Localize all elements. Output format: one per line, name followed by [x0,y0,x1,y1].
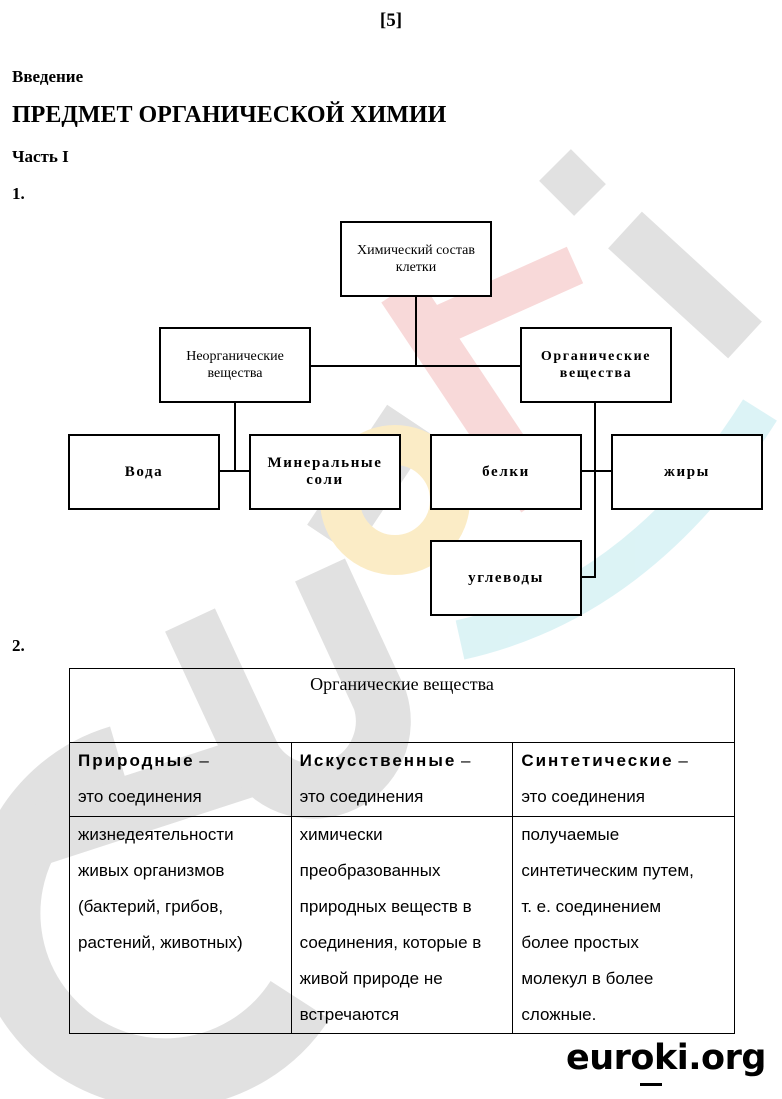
table-header: Органические вещества [69,668,735,743]
synthetic-desc-line: более простых [521,933,639,952]
organic-line-1: Органические [540,349,652,364]
artificial-desc-line: живой природе не [299,969,443,988]
question-1-number: 1. [12,184,25,203]
synthetic-dash: – [673,751,688,770]
connector-carbs [580,576,596,578]
artificial-desc-line: преобразованных [299,861,441,880]
connector-inorganic-branch [218,470,251,472]
col-artificial-title: Искусственные – это соединения [290,742,514,817]
table-row: Природные – это соединения Искусственные… [69,742,735,817]
col-synthetic-title: Синтетические – это соединения [512,742,735,817]
connector-organic-down [594,402,596,578]
synthetic-desc-line: синтетическим путем, [521,861,694,880]
section-heading: Введение [12,67,84,86]
natural-desc-line: растений, животных) [78,933,243,952]
box-fats: жиры [611,434,763,510]
connector-root-down [415,296,417,366]
synthetic-desc-line: молекул в более [521,969,654,988]
artificial-name: Искусственные [299,751,457,770]
connector-organic-branch [580,470,613,472]
natural-dash: – [194,751,209,770]
root-line-1: Химический состав [357,243,475,258]
artificial-desc-line: соединения, которые в [299,933,482,952]
fats-label: жиры [664,463,710,480]
synthetic-desc-line: сложные. [521,1005,597,1024]
box-root: Химический состав клетки [340,221,492,297]
natural-desc-line: живых организмов [78,861,225,880]
table-row: жизнедеятельности живых организмов (бакт… [69,816,735,1034]
connector-inorganic-down [234,402,236,472]
synthetic-name: Синтетические [521,751,674,770]
artificial-desc: химически преобразованных природных веще… [290,816,514,1034]
proteins-label: белки [482,463,530,480]
natural-desc: жизнедеятельности живых организмов (бакт… [69,816,292,1034]
page-number: [5] [379,10,403,31]
natural-name: Природные [78,751,195,770]
synthetic-desc-line: т. е. соединением [521,897,662,916]
organic-substances-table: Органические вещества Природные – это со… [69,668,735,1034]
inorganic-line-2: вещества [207,366,263,381]
box-proteins: белки [430,434,582,510]
synthetic-desc-line: получаемые [521,825,620,844]
box-water: Вода [68,434,220,510]
carbs-label: углеводы [468,569,544,586]
inorganic-line-1: Неорганические [186,349,284,364]
natural-desc-line: жизнедеятельности [78,825,234,844]
box-carbs: углеводы [430,540,582,616]
euroki-logo: euroki.org [566,1038,766,1078]
synthetic-def: это соединения [521,787,645,806]
part-heading: Часть I [12,147,69,166]
question-2-number: 2. [12,636,25,655]
artificial-def: это соединения [299,787,424,806]
natural-desc-line: (бактерий, грибов, [78,897,224,916]
artificial-dash: – [456,751,471,770]
natural-def: это соединения [78,787,202,806]
root-line-2: клетки [395,260,437,275]
minerals-line-2: соли [306,472,344,488]
box-organic: Органические вещества [520,327,672,403]
artificial-desc-line: природных веществ в [299,897,472,916]
page-title: ПРЕДМЕТ ОРГАНИЧЕСКОЙ ХИМИИ [12,102,447,128]
artificial-desc-line: химически [299,825,383,844]
connector-horizontal [310,365,522,367]
artificial-desc-line: встречаются [299,1005,400,1024]
logo-underline [640,1083,662,1086]
box-inorganic: Неорганические вещества [159,327,311,403]
col-natural-title: Природные – это соединения [69,742,292,817]
synthetic-desc: получаемые синтетическим путем, т. е. со… [512,816,735,1034]
organic-line-2: вещества [559,366,633,381]
water-label: Вода [124,463,164,480]
minerals-line-1: Минеральные [267,455,383,471]
